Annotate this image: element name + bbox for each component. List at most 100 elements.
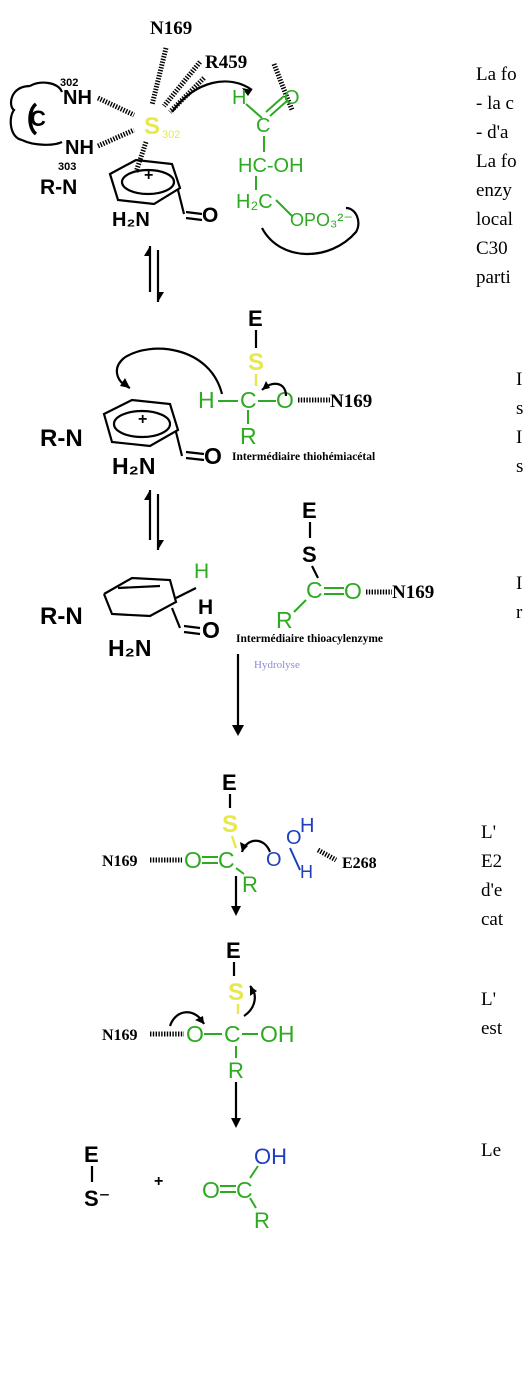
residue-303-number: 303 [58, 161, 76, 173]
r-group-2: R [240, 423, 257, 449]
s-nad-interaction [133, 141, 149, 173]
thioacylenzyme-label: Intermédiaire thioacylenzyme [236, 633, 383, 645]
amide-co-3 [183, 624, 201, 630]
cys-c-label: C [30, 106, 46, 131]
aldehyde-hc-bond [245, 103, 263, 119]
oxygen-o-5: O [186, 1021, 204, 1047]
active-site-complex: C NH 302 NH 303 N169 R459 S 302 + R-N O … [9, 18, 360, 256]
equilibrium-arrow-2 [144, 490, 164, 550]
hydrolyse-label: Hydrolyse [254, 659, 300, 671]
products: E S⁻ + O C OH R [84, 1142, 287, 1233]
amide-co-2b [185, 456, 205, 462]
hydrolysis-arrow: Hydrolyse [232, 654, 300, 736]
p3-line-1: I [516, 573, 522, 594]
paragraph-5: L' est [481, 989, 503, 1039]
nad-aromatic-circle-1 [120, 168, 176, 196]
nad-plus-1: + [144, 167, 153, 184]
water-o-2: O [266, 849, 282, 871]
amide-co-1b [185, 216, 203, 222]
nadh-h-black: H [198, 596, 213, 619]
p2-line-4: s [516, 456, 523, 477]
water-attack-step: E S N169 O C R O H O H E268 [102, 770, 377, 916]
oxygen-o-3: O [344, 578, 362, 604]
enzyme-e-3: E [302, 498, 317, 523]
attack-arrow-head [242, 88, 252, 96]
backbone-c-arc [28, 102, 38, 136]
amide-bond-1 [176, 189, 186, 215]
n169-label-4: N169 [102, 853, 138, 870]
oxygen-o-4: O [184, 847, 202, 873]
p1-line-3: - d'a [476, 122, 509, 143]
carbon-c-2: C [240, 387, 257, 413]
r459-label: R459 [205, 52, 247, 73]
s-c-bond-3 [311, 565, 319, 579]
amide-h2n-1: H₂N [112, 209, 150, 231]
acid-c: C [236, 1177, 253, 1203]
water-attack-arrow-head [240, 842, 248, 852]
water-o-1: O [286, 827, 302, 849]
aldehyde-h: H [232, 87, 246, 109]
nadh-h-green: H [194, 560, 209, 583]
water-h-1: H [300, 815, 314, 837]
residue-302-number: 302 [60, 77, 78, 89]
paragraph-6: Le [481, 1140, 501, 1161]
p1-line-1: La fo [476, 64, 517, 85]
water-h-2: H [300, 862, 313, 882]
p1-line-6: local [476, 209, 513, 230]
c3-h2c: H₂C [236, 191, 273, 213]
carbon-c-3: C [306, 577, 323, 603]
amide-bond-3 [170, 607, 182, 629]
p5-line-1: L' [481, 989, 496, 1010]
paragraph-3: I r [516, 573, 523, 623]
hydride-h: H [198, 387, 215, 413]
p4-line-2: E2 [481, 851, 502, 872]
c-r-bond-3 [293, 599, 307, 613]
sulfur-s-5: S [228, 979, 244, 1006]
n169-label: N169 [150, 18, 192, 39]
amide-bond-2 [174, 431, 184, 457]
n169-label-2: N169 [330, 391, 372, 412]
nad-ring-2 [102, 398, 180, 448]
nad-plus-2: + [138, 411, 147, 428]
p2-line-3: I [516, 427, 522, 448]
acid-o: O [202, 1177, 220, 1203]
phosphate-group: OPO₃²⁻ [290, 210, 353, 230]
paragraph-2: I s I s [516, 369, 523, 477]
amide-co-2 [185, 450, 205, 456]
carbon-c-5: C [224, 1021, 241, 1047]
enzyme-e-2: E [248, 306, 263, 331]
hbond-water-e268 [316, 847, 338, 863]
hbond-r459-s [162, 60, 202, 108]
e268-label: E268 [342, 855, 377, 872]
n169-label-5: N169 [102, 1027, 138, 1044]
c2-hc-oh: HC-OH [238, 155, 304, 177]
nadh-ring [102, 576, 178, 618]
sulfur-s-3: S [302, 542, 317, 567]
hbond-nh302-s [96, 95, 136, 118]
aldehyde-co-bond [265, 95, 285, 113]
hbond-nh303-s [96, 127, 136, 149]
nadh-double-bond [117, 584, 161, 590]
oxygen-o-2: O [276, 387, 294, 413]
aldehyde-c: C [256, 115, 270, 137]
thiohemiacetal-label: Intermédiaire thiohémiacétal [232, 451, 375, 463]
nad-aromatic-circle-2 [112, 409, 172, 439]
s-c-bond-4 [230, 835, 238, 849]
paragraph-1: La fo - la c - d'a La fo enzy local C30 … [476, 64, 517, 288]
acid-oh: OH [254, 1144, 287, 1169]
p6-line-1: Le [481, 1140, 501, 1161]
free-thiolate: S⁻ [84, 1186, 110, 1211]
amide-h2n-3: H₂N [108, 635, 151, 661]
nad-r-n-2: R-N [40, 425, 83, 452]
thioacylenzyme-intermediate: E S C O N169 R H H R-N O H₂N Intermédiai… [40, 498, 434, 661]
p4-line-3: d'e [481, 880, 502, 901]
p5-line-2: est [481, 1018, 503, 1039]
thiohemiacetal-intermediate: E S H C O N169 R + R-N O H₂N Intermédiai… [40, 306, 375, 479]
nh-302-label: NH [63, 87, 92, 109]
p1-line-8: parti [476, 267, 511, 288]
amide-h2n-2: H₂N [112, 453, 155, 479]
reform-arrow-head [195, 1016, 204, 1024]
c-r-bond-4 [235, 867, 245, 875]
nadh-c4-h-bond [175, 587, 197, 599]
